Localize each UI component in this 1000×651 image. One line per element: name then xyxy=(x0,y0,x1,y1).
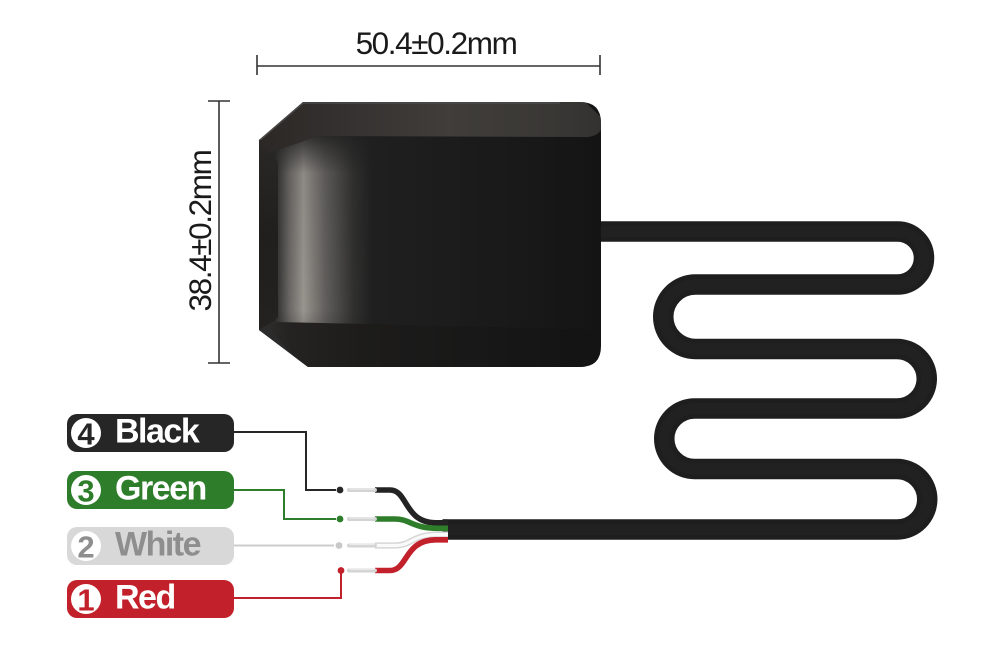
svg-text:38.4±0.2mm: 38.4±0.2mm xyxy=(182,150,218,311)
svg-text:Black: Black xyxy=(115,413,200,451)
svg-text:1: 1 xyxy=(77,583,94,618)
svg-text:4: 4 xyxy=(77,417,95,452)
svg-text:Red: Red xyxy=(115,579,175,617)
svg-text:White: White xyxy=(115,526,201,564)
svg-text:Green: Green xyxy=(115,470,206,508)
svg-text:3: 3 xyxy=(77,474,94,509)
svg-text:50.4±0.2mm: 50.4±0.2mm xyxy=(356,25,517,61)
svg-text:2: 2 xyxy=(77,530,94,565)
